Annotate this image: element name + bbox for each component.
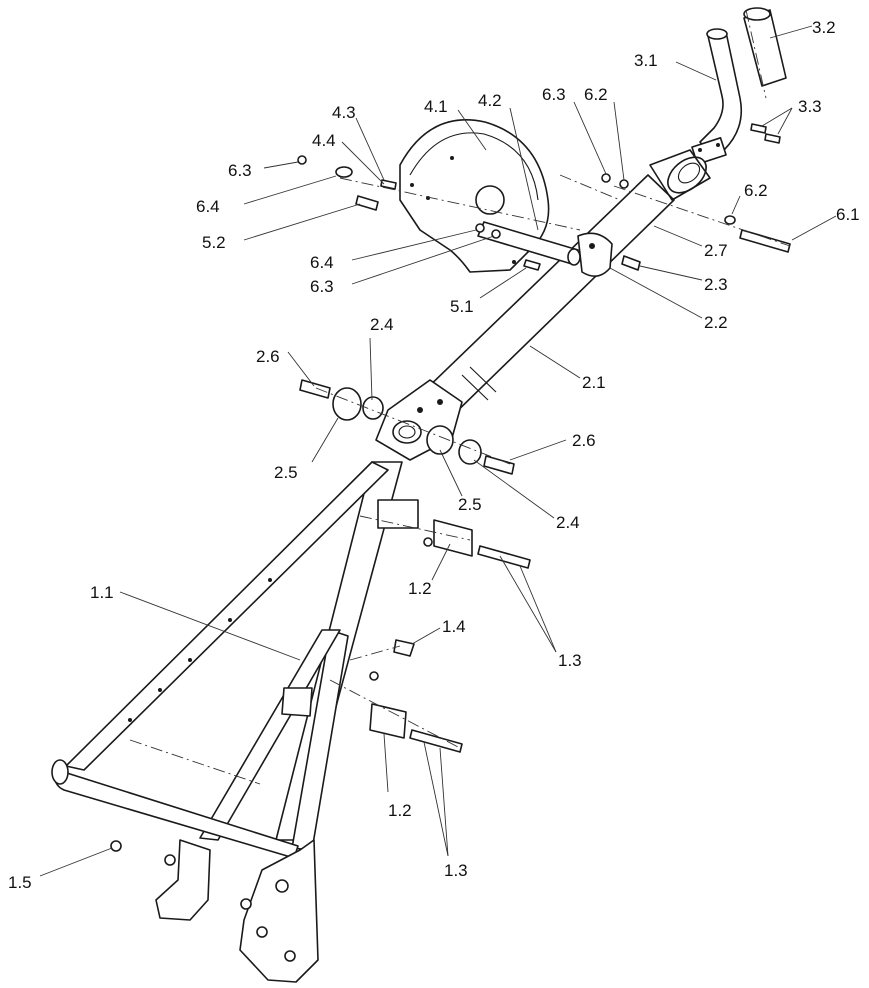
callout-3-1: 3.1 xyxy=(634,51,658,70)
frame xyxy=(51,461,419,859)
callout-6-3-middle: 6.3 xyxy=(310,277,334,296)
callout-6-4-middle: 6.4 xyxy=(310,253,334,272)
callout-1-3-bottom: 1.3 xyxy=(444,861,468,880)
callout-5-2: 5.2 xyxy=(202,233,226,252)
callout-1-2-top: 1.2 xyxy=(408,579,432,598)
callout-1-3-top: 1.3 xyxy=(558,651,582,670)
callout-3-2: 3.2 xyxy=(812,18,836,37)
callout-3-3: 3.3 xyxy=(798,97,822,116)
callout-2-7: 2.7 xyxy=(704,241,728,260)
callout-1-4: 1.4 xyxy=(442,617,466,636)
callout-1-2-bottom: 1.2 xyxy=(388,801,412,820)
small-hardware xyxy=(110,123,791,910)
callout-2-4-bottom: 2.4 xyxy=(556,513,580,532)
callout-5-1: 5.1 xyxy=(450,297,474,316)
callout-6-2-top: 6.2 xyxy=(584,85,608,104)
callout-6-1: 6.1 xyxy=(836,205,860,224)
callout-2-4-top: 2.4 xyxy=(370,315,394,334)
callout-2-6-right: 2.6 xyxy=(572,431,596,450)
callout-4-2: 4.2 xyxy=(478,91,502,110)
assembly-lines xyxy=(129,174,791,785)
callout-6-2-right: 6.2 xyxy=(744,181,768,200)
crank-axle xyxy=(477,221,613,277)
foot-brackets xyxy=(155,839,319,983)
leader-lines xyxy=(39,25,837,877)
callout-2-2: 2.2 xyxy=(704,313,728,332)
callout-2-5-right: 2.5 xyxy=(458,495,482,514)
callout-1-1: 1.1 xyxy=(90,583,114,602)
callout-6-4-left: 6.4 xyxy=(196,197,220,216)
callout-4-1: 4.1 xyxy=(424,97,448,116)
callout-2-3: 2.3 xyxy=(704,275,728,294)
clamp-blocks xyxy=(369,519,531,753)
callout-4-4: 4.4 xyxy=(312,131,336,150)
seat-post-assembly xyxy=(691,7,787,165)
callout-4-3: 4.3 xyxy=(332,103,356,122)
callout-labels: 3.2 3.1 4.1 4.2 6.3 6.2 3.3 4.3 4.4 6.3 … xyxy=(8,18,860,892)
callout-2-1: 2.1 xyxy=(582,373,606,392)
callout-6-3-top: 6.3 xyxy=(542,85,566,104)
callout-2-5-left: 2.5 xyxy=(274,463,298,482)
callout-1-5: 1.5 xyxy=(8,873,32,892)
callout-2-6-left: 2.6 xyxy=(256,347,280,366)
callout-6-3-left: 6.3 xyxy=(228,161,252,180)
